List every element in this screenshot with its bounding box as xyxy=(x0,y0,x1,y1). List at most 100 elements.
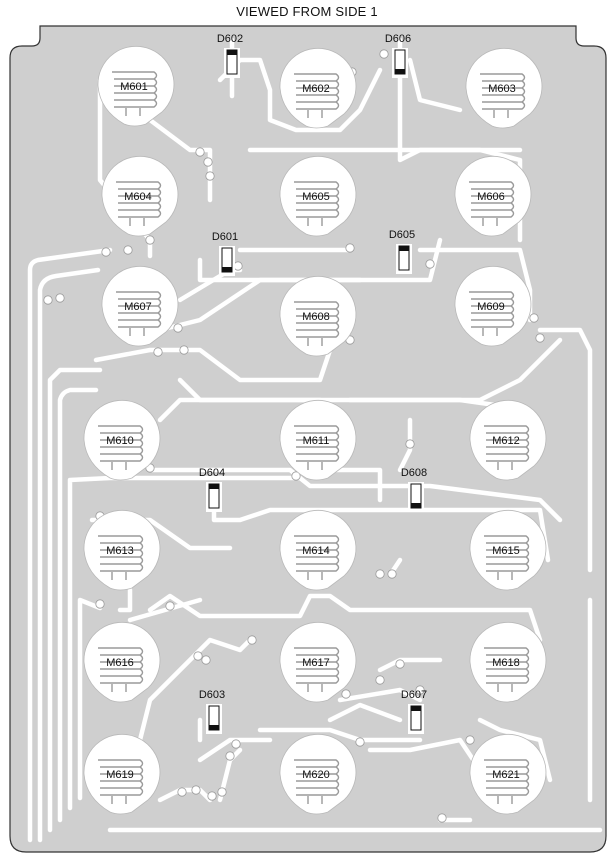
solder-pad xyxy=(203,157,213,167)
module-label: M612 xyxy=(492,435,520,447)
trace xyxy=(157,787,213,803)
solder-pad xyxy=(375,675,385,685)
solder-pad xyxy=(207,791,217,801)
diode-d603: D603 xyxy=(199,689,225,734)
coil-module-m607: M607 xyxy=(101,265,179,347)
solder-pad xyxy=(535,333,545,343)
trace xyxy=(57,387,99,823)
coil-module-m601: M601 xyxy=(97,45,175,127)
diode-icon xyxy=(396,244,412,274)
solder-pad xyxy=(55,293,65,303)
coil-module-icon xyxy=(112,71,158,116)
diode-d605: D605 xyxy=(389,229,415,274)
solder-pad xyxy=(225,751,235,761)
diode-label: D606 xyxy=(385,33,411,45)
solder-pad xyxy=(153,347,163,357)
coil-module-icon xyxy=(484,759,530,804)
trace xyxy=(407,57,463,113)
coil-module-m605: M605 xyxy=(279,155,357,237)
trace xyxy=(537,327,593,573)
solder-pad xyxy=(355,737,365,747)
diode-icon xyxy=(219,246,235,276)
solder-pad xyxy=(145,235,155,245)
diode-label: D607 xyxy=(401,689,427,701)
solder-pad xyxy=(231,739,241,749)
solder-pad xyxy=(95,599,105,609)
diode-d607: D607 xyxy=(401,689,427,734)
coil-module-m612: M612 xyxy=(469,399,547,481)
diode-d604: D604 xyxy=(199,467,225,512)
diode-label: D608 xyxy=(401,467,427,479)
solder-pad xyxy=(375,569,385,579)
trace xyxy=(47,367,103,833)
module-label: M617 xyxy=(302,657,330,669)
coil-module-icon xyxy=(98,535,144,580)
coil-module-icon xyxy=(484,425,530,470)
module-label: M604 xyxy=(124,191,152,203)
module-label: M605 xyxy=(302,191,330,203)
module-label: M619 xyxy=(106,769,134,781)
coil-module-icon xyxy=(480,73,526,118)
module-label: M618 xyxy=(492,657,520,669)
module-label: M614 xyxy=(302,545,330,557)
coil-module-m620: M620 xyxy=(279,733,357,815)
module-label: M621 xyxy=(492,769,520,781)
solder-pad xyxy=(195,147,205,157)
coil-module-icon xyxy=(469,291,515,336)
trace xyxy=(147,593,543,643)
trace xyxy=(137,637,253,743)
coil-module-m613: M613 xyxy=(83,509,161,591)
coil-module-icon xyxy=(116,181,162,226)
module-label: M613 xyxy=(106,545,134,557)
coil-module-m614: M614 xyxy=(279,509,357,591)
diode-icon xyxy=(392,48,408,78)
coil-module-m604: M604 xyxy=(101,155,179,237)
coil-module-icon xyxy=(484,647,530,692)
diode-icon xyxy=(224,48,240,78)
coil-module-m603: M603 xyxy=(465,47,543,129)
solder-pad xyxy=(201,655,211,665)
coil-module-icon xyxy=(294,759,340,804)
module-label: M603 xyxy=(488,83,516,95)
solder-pad xyxy=(205,171,215,181)
solder-pad xyxy=(191,785,201,795)
module-label: M616 xyxy=(106,657,134,669)
solder-pad xyxy=(341,689,351,699)
solder-pad xyxy=(179,345,189,355)
coil-module-m621: M621 xyxy=(469,733,547,815)
coil-module-m606: M606 xyxy=(454,155,532,237)
solder-pad xyxy=(405,439,415,449)
coil-module-m602: M602 xyxy=(279,47,357,129)
coil-module-icon xyxy=(98,425,144,470)
solder-pad xyxy=(123,245,133,255)
solder-pad xyxy=(233,261,243,271)
solder-pad xyxy=(465,735,475,745)
trace xyxy=(257,727,423,743)
diode-icon xyxy=(206,482,222,512)
coil-module-m608: M608 xyxy=(279,275,357,357)
trace xyxy=(327,702,403,723)
coil-module-icon xyxy=(98,759,144,804)
coil-module-m610: M610 xyxy=(83,399,161,481)
solder-pad xyxy=(415,685,425,695)
trace xyxy=(77,597,103,801)
trace xyxy=(127,597,203,623)
solder-pad xyxy=(425,259,435,269)
trace xyxy=(67,475,303,811)
diode-label: D603 xyxy=(199,689,225,701)
solder-pad xyxy=(177,787,187,797)
coil-module-icon xyxy=(294,181,340,226)
coil-module-icon xyxy=(294,301,340,346)
trace xyxy=(177,337,563,403)
trace xyxy=(27,247,113,843)
coil-module-icon xyxy=(294,647,340,692)
solder-pad xyxy=(247,635,257,645)
trace xyxy=(37,267,101,843)
diode-d601: D601 xyxy=(212,231,238,276)
trace xyxy=(337,687,423,703)
solder-pad xyxy=(193,651,203,661)
coil-module-m617: M617 xyxy=(279,621,357,703)
